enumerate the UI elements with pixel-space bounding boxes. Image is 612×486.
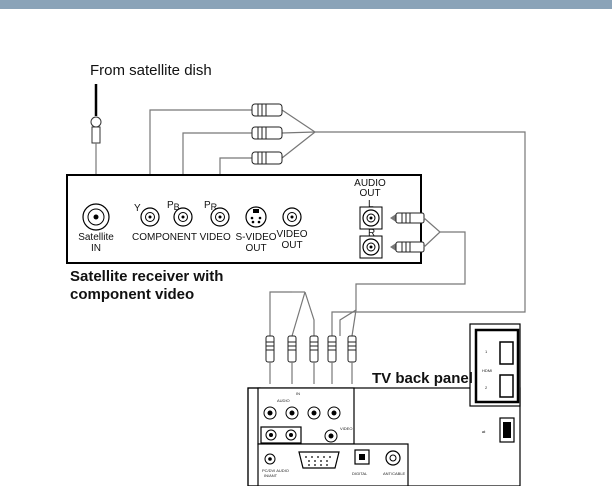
video-out-jack (283, 208, 301, 226)
tv-cable-plugs (266, 336, 356, 384)
pc-audio-label-2: IN/ANT (264, 473, 278, 478)
component-jacks (141, 208, 229, 226)
ant-cable-label: ANT/CABLE (383, 471, 406, 476)
tv-audio-label: AUDIO (277, 398, 290, 403)
digital-label: DIGITAL (352, 471, 368, 476)
tv-in-label: IN (296, 391, 300, 396)
video-out-label-2: OUT (281, 240, 302, 251)
tv-back-panel-label: TV back panel (372, 370, 473, 387)
video-out-label-1: VIDEO (276, 229, 307, 240)
y-label: Y (134, 203, 141, 214)
usb-port-inner (503, 422, 511, 438)
hdmi-1-port (500, 342, 513, 364)
satellite-in-label-1: Satellite (78, 232, 114, 243)
ant-cable-jack (386, 451, 400, 465)
tv-video-label: VIDEO (340, 426, 352, 431)
hdmi-label: HDMI (482, 368, 492, 373)
hdmi-2-port (500, 375, 513, 397)
receiver-caption-1: Satellite receiver with (70, 268, 223, 285)
svideo-jack (246, 207, 266, 227)
vga-port (299, 452, 339, 468)
component-plugs (252, 104, 282, 164)
component-video-label: COMPONENT VIDEO (132, 232, 231, 243)
receiver-caption-2: component video (70, 286, 194, 303)
satellite-in-label-2: IN (91, 243, 101, 254)
satellite-in-jack (83, 204, 109, 230)
digital-audio-port-inner (359, 454, 365, 460)
svideo-label-1: S-VIDEO (235, 232, 276, 243)
pc-audio-jack (265, 454, 275, 464)
source-label: From satellite dish (90, 62, 212, 79)
usb-icon: ⇌ (482, 429, 486, 434)
audio-out-label-2: OUT (359, 188, 380, 199)
svideo-label-2: OUT (245, 243, 266, 254)
